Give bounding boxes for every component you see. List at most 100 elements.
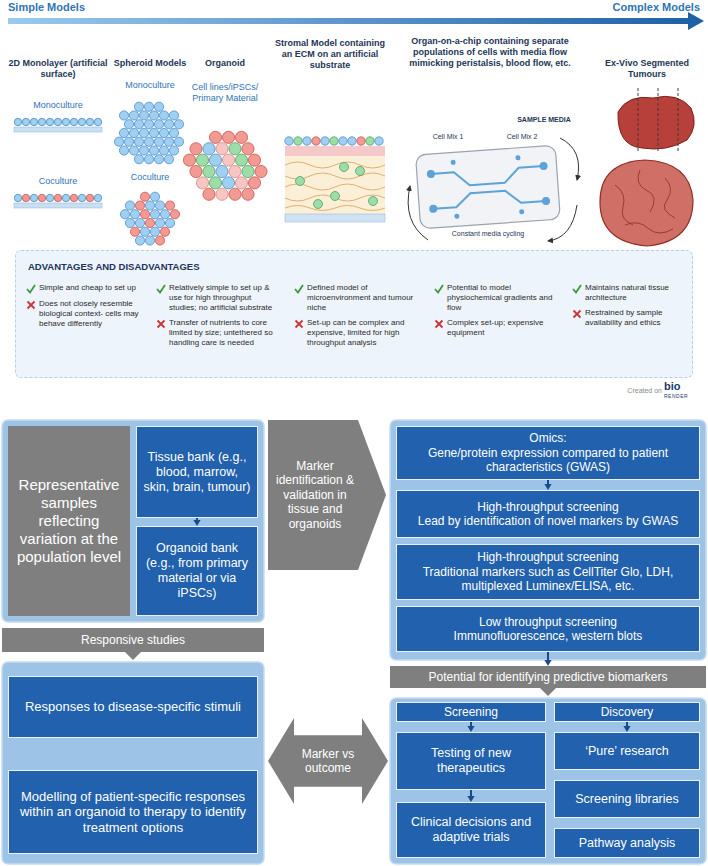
label-text: Cell Mix 1 [420, 133, 476, 141]
cell [312, 137, 320, 145]
stage-bar: Potential for identifying predictive bio… [390, 666, 706, 696]
item-text: Does not closely resemble biological con… [39, 299, 146, 329]
cell [139, 111, 148, 120]
cell [149, 111, 158, 120]
node-text: Organoid bank (e.g., from primary materi… [142, 541, 252, 601]
node-text: Modelling of patient-specific responses … [14, 789, 252, 836]
node-text: Discovery [601, 705, 654, 719]
cross-mark [574, 311, 581, 318]
cell-row [14, 118, 101, 125]
cell [155, 201, 164, 210]
cell [165, 201, 174, 210]
node-text: ‘Pure’ research [585, 744, 669, 759]
cell [235, 154, 247, 166]
connector [467, 790, 474, 802]
node-content: Testing of new therapeutics [397, 733, 545, 789]
cell [154, 137, 163, 146]
cell [285, 137, 293, 145]
node-text: Screening libraries [575, 792, 679, 807]
cell [159, 128, 168, 137]
cell [216, 188, 228, 200]
cell [154, 120, 163, 129]
cell [196, 177, 208, 189]
cell [140, 192, 149, 201]
cell [229, 188, 241, 200]
label-text: Simple Models [8, 1, 148, 14]
connector [544, 652, 551, 666]
cell [144, 102, 153, 111]
node-content: Low throughput screeningImmunofluorescen… [397, 607, 699, 651]
cell [139, 128, 148, 137]
cell [170, 210, 179, 219]
cell [120, 210, 129, 219]
cell [229, 165, 241, 177]
ecm-fibres [285, 162, 385, 211]
item-text: Transfer of nutrients to core limited by… [169, 318, 276, 348]
node-text: Immunofluorescence, western blots [454, 629, 643, 643]
item-text: Complex set-up; expensive equipment [447, 318, 554, 338]
cell [22, 194, 29, 201]
tick-mark [295, 285, 303, 293]
cell [242, 188, 254, 200]
cell [183, 154, 195, 166]
cell [164, 155, 173, 164]
cell [14, 194, 21, 201]
cut-lines [638, 88, 678, 152]
node-content: Potential for identifying predictive bio… [390, 666, 706, 688]
cell [94, 194, 101, 201]
advantages-panel: ADVANTAGES AND DISADVANTAGESSimple and c… [15, 250, 693, 378]
cell [321, 137, 329, 145]
item-text: Maintains natural tissue architecture [585, 283, 692, 303]
cell [160, 210, 169, 219]
arrow-head [467, 726, 474, 732]
label-text: bio [664, 380, 688, 393]
chip [416, 145, 561, 229]
node-text: Potential for identifying predictive bio… [429, 670, 668, 684]
cell [78, 118, 85, 125]
cell [54, 194, 61, 201]
pros-cons-column: Relatively simple to set up & use for hi… [156, 283, 276, 353]
cell [357, 137, 365, 145]
node-content: High-throughput screeningTraditional mar… [397, 545, 699, 599]
block-arrow: Marker identification & validation in ti… [268, 420, 386, 570]
cell [130, 210, 139, 219]
cell [216, 165, 228, 177]
node-text: Lead by identification of novel markers … [418, 514, 678, 528]
cell [134, 120, 143, 129]
tick-mark [573, 285, 581, 293]
cross-icon [434, 319, 444, 329]
cell [196, 154, 208, 166]
cell [169, 128, 178, 137]
arrow-head [623, 726, 630, 732]
cell [160, 227, 169, 236]
cell [150, 227, 159, 236]
node-content: Clinical decisions and adaptive trials [397, 803, 545, 857]
cell [159, 111, 168, 120]
arrow-head [467, 796, 474, 802]
cell [235, 131, 247, 143]
cell [330, 137, 338, 145]
cell [203, 143, 215, 155]
label-text: Spheroid Models [105, 58, 195, 69]
advantage-item: Maintains natural tissue architecture [572, 283, 692, 303]
process-box: Clinical decisions and adaptive trials [396, 802, 546, 858]
cell [129, 111, 138, 120]
cell [125, 201, 134, 210]
tumour [600, 160, 693, 246]
cell [124, 120, 133, 129]
cell [145, 218, 154, 227]
node-text: Low throughput screening [479, 615, 617, 629]
cell [86, 118, 93, 125]
cell [155, 218, 164, 227]
disadvantage-item: Transfer of nutrients to core limited by… [156, 318, 276, 348]
cell [150, 192, 159, 201]
cell [294, 137, 302, 145]
cell [159, 146, 168, 155]
pros-cons-column: Potential to model physiochemical gradie… [434, 283, 554, 343]
process-box: Screening libraries [554, 780, 700, 818]
cross-mark [296, 321, 303, 328]
spheroid [120, 192, 179, 245]
node-text: Representative samples reflecting variat… [13, 476, 125, 566]
cell [130, 227, 139, 236]
tick-icon [434, 284, 444, 294]
